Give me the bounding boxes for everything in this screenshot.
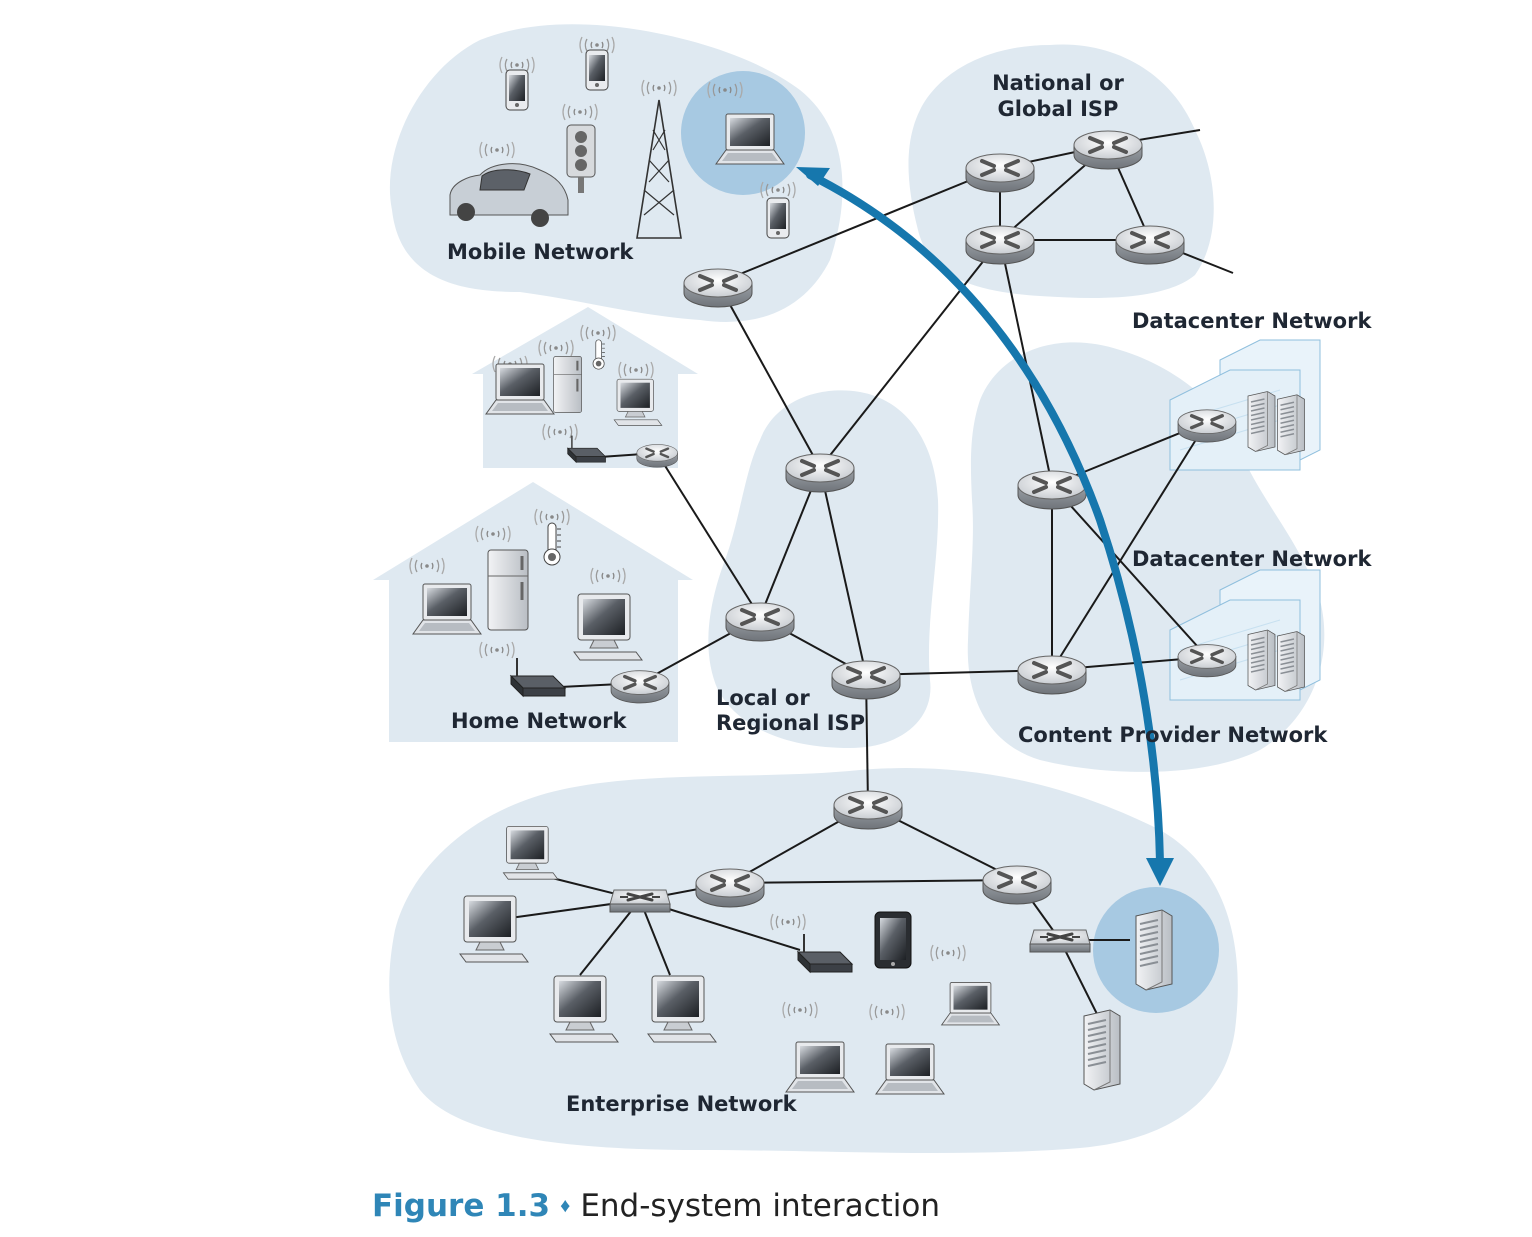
laptop-icon — [485, 363, 555, 415]
router-icon — [1016, 654, 1088, 696]
server-icon — [1276, 394, 1306, 456]
local-isp-label-line1: Local or — [716, 686, 810, 710]
home-network-label: Home Network — [451, 709, 627, 733]
mobile-network-label: Mobile Network — [447, 240, 634, 264]
smartphone-icon — [505, 69, 529, 111]
router-icon — [832, 789, 904, 831]
laptop-icon — [715, 113, 785, 165]
mobile-network-devices — [449, 36, 796, 239]
national-isp-label-line1: National or — [992, 71, 1124, 95]
router-icon — [1114, 224, 1186, 266]
laptop-icon — [941, 982, 1000, 1026]
router-icon — [682, 267, 754, 309]
local-isp-cloud — [708, 390, 939, 748]
switch-icon — [1028, 928, 1092, 954]
router-icon — [694, 867, 766, 909]
switch-icon — [608, 888, 672, 914]
cell-tower-icon — [636, 99, 682, 239]
laptop-icon — [785, 1041, 855, 1093]
server-icon — [1276, 630, 1306, 693]
figure-title: End-system interaction — [580, 1188, 940, 1224]
traffic-light-icon — [566, 124, 596, 193]
caption-separator-icon: ♦ — [560, 1195, 571, 1217]
router-icon — [1072, 129, 1144, 171]
smartphone-icon — [585, 49, 609, 91]
enterprise-network-label: Enterprise Network — [566, 1092, 798, 1116]
home-network-1-house — [472, 307, 698, 468]
national-isp-label-line2: Global ISP — [998, 97, 1119, 121]
router-icon — [724, 601, 796, 643]
router-icon — [830, 659, 902, 701]
router-icon — [964, 224, 1036, 266]
router-icon — [635, 443, 679, 469]
datacenter-network-2-label: Datacenter Network — [1132, 547, 1372, 571]
refrigerator-icon — [552, 355, 583, 414]
datacenter-network-1-label: Datacenter Network — [1132, 309, 1372, 333]
car-icon — [449, 163, 569, 227]
router-icon — [609, 668, 671, 705]
laptop-icon — [875, 1043, 945, 1095]
end-system-interaction-arrow — [796, 167, 1174, 886]
figure-caption: Figure 1.3 ♦ End-system interaction — [372, 1188, 940, 1224]
router-icon — [784, 452, 856, 494]
content-provider-network-label: Content Provider Network — [1018, 723, 1328, 747]
home-network-2-house — [373, 482, 693, 742]
server-icon — [1083, 1009, 1121, 1091]
refrigerator-icon — [486, 548, 530, 632]
router-icon — [1176, 408, 1238, 444]
server-icon — [1247, 390, 1276, 453]
server-icon — [1247, 629, 1276, 691]
laptop-icon — [412, 583, 482, 635]
tablet-icon — [874, 911, 912, 969]
router-icon — [1176, 642, 1238, 679]
destination-server-icon — [1135, 909, 1173, 991]
smartphone-icon — [766, 197, 790, 239]
router-icon — [1016, 469, 1088, 511]
local-isp-label-line2: Regional ISP — [716, 711, 865, 735]
router-icon — [964, 152, 1036, 194]
figure-number: Figure 1.3 — [372, 1188, 551, 1224]
router-icon — [981, 864, 1053, 906]
